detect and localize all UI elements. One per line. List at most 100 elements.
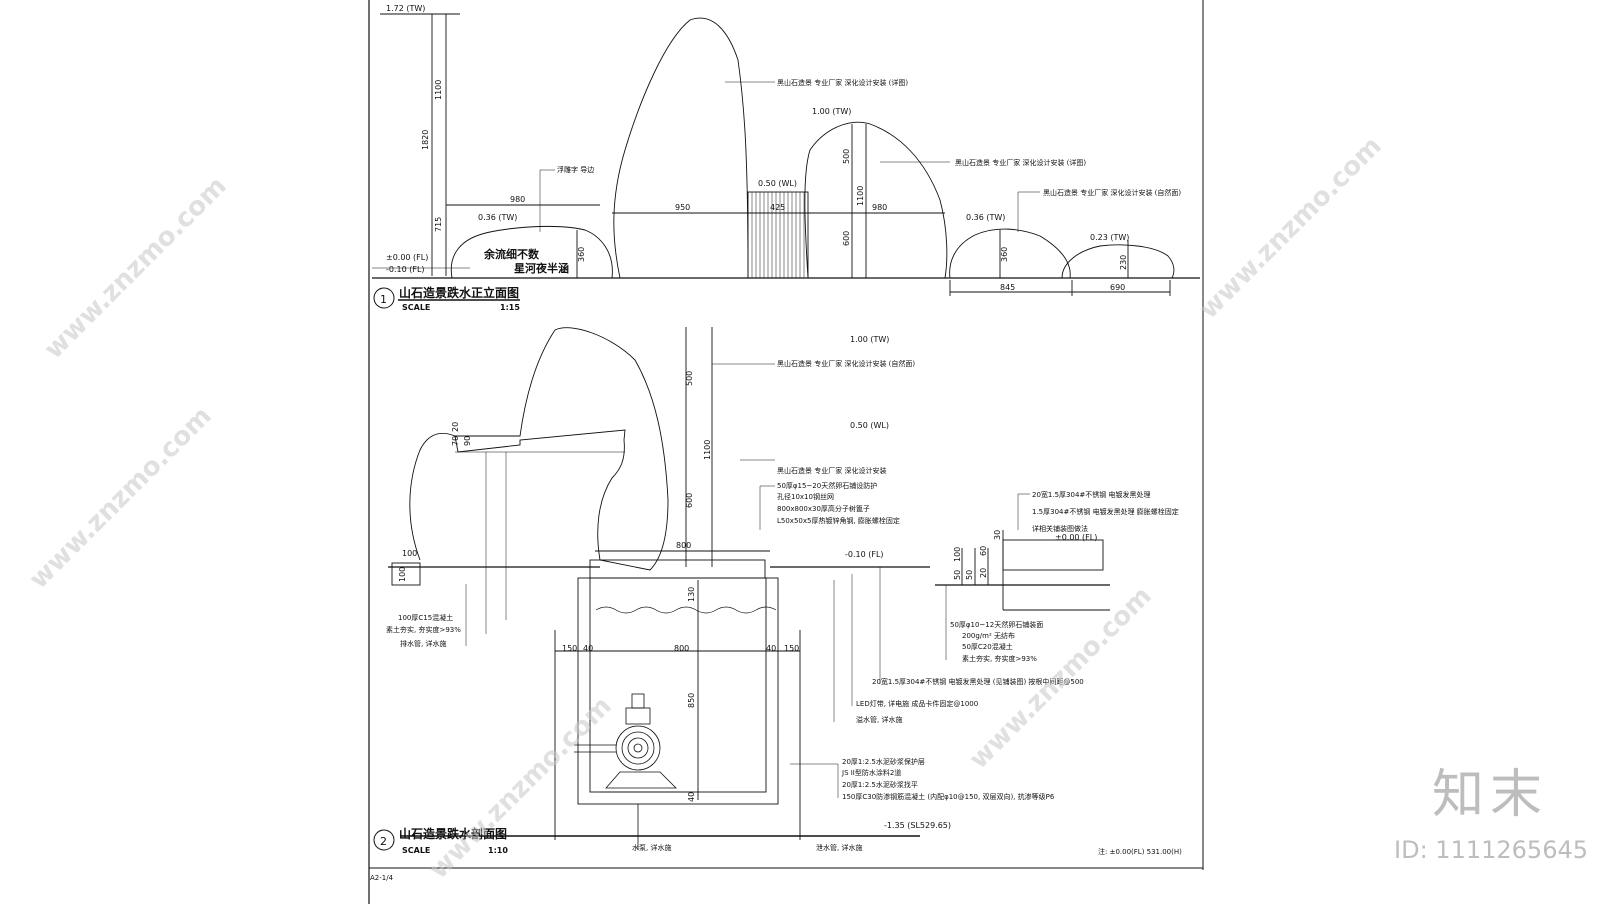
elev-dim-1100b: 1100 — [856, 186, 865, 206]
sec-note-right-3: 50厚C20混凝土 — [962, 642, 1013, 651]
sec-note-right-top-2: 1.5厚304#不锈钢 电镀发黑处理 膨胀螺栓固定 — [1032, 507, 1179, 516]
sec-note-left-1: 100厚C15混凝土 — [398, 613, 453, 622]
watermark-site-2: www.znzmo.com — [24, 401, 218, 595]
sec-dim-r20: 20 — [979, 568, 988, 578]
sec-dim-90: 90 — [463, 436, 472, 446]
sec-dim-150b: 150 — [784, 644, 799, 653]
sec-note-right-1: 50厚φ10~12天然卵石铺装面 — [950, 620, 1043, 629]
sec-dim-850: 850 — [687, 693, 696, 708]
sec-level-sl: -1.35 (SL529.65) — [884, 821, 951, 830]
sec-note-pool-1: 20厚1:2.5水泥砂浆保护层 — [842, 757, 925, 766]
sec-note-upper-3: 50厚φ15~20天然卵石铺设防护 — [777, 481, 877, 490]
sec-dim-r100: 100 — [953, 547, 962, 562]
section-title: 山石造景跌水剖面图 — [399, 826, 507, 841]
sec-dim-40b: 40 — [766, 644, 776, 653]
elev-level-center-tw: 1.00 (TW) — [812, 107, 851, 116]
sec-note-mid-2: LED灯带, 详电施 成品卡件固定@1000 — [856, 699, 978, 708]
sec-note-pool-2: JS II型防水涂料2道 — [841, 768, 901, 777]
sec-note-upper-4: 孔径10x10钢丝网 — [777, 492, 834, 501]
sec-note-left-3: 排水管, 详水施 — [400, 639, 446, 648]
elev-level-left-tw: 0.36 (TW) — [478, 213, 517, 222]
section-view — [388, 327, 1110, 850]
elev-level-fl-minus: -0.10 (FL) — [386, 265, 425, 274]
elev-poem-line1: 余流细不数 — [483, 247, 540, 261]
sec-note-pump: 水泵, 详水施 — [632, 843, 671, 852]
sec-note-pool-4: 150厚C30防渗钢筋混凝土 (内配φ10@150, 双层双向), 抗渗等级P6 — [842, 792, 1055, 801]
left-rock — [450, 225, 613, 279]
sec-level-tw: 1.00 (TW) — [850, 335, 889, 344]
sec-note-mid-1: 20宽1.5厚304#不锈钢 电镀发黑处理 (见铺装图) 按根中间距@500 — [872, 677, 1084, 686]
watermark-site-4: www.znzmo.com — [1194, 131, 1388, 325]
sec-dim-40a: 40 — [583, 644, 593, 653]
section-rock — [409, 327, 669, 571]
elev-level-wl: 0.50 (WL) — [758, 179, 797, 188]
sec-dim-150a: 150 — [562, 644, 577, 653]
sec-note-right-2: 200g/m² 无纺布 — [962, 631, 1015, 640]
sec-dim-70: 70 — [451, 436, 460, 446]
sec-dim-800b: 800 — [674, 644, 689, 653]
sec-note-right-4: 素土夯实, 夯实度>93% — [962, 654, 1037, 663]
sec-dim-20: 20 — [451, 422, 460, 432]
section-scale-label: SCALE — [402, 846, 430, 855]
sec-dim-r60: 60 — [979, 546, 988, 556]
elev-level-right1-tw: 0.36 (TW) — [966, 213, 1005, 222]
elevation-scale: 1:15 — [500, 303, 520, 312]
waterfall-sheet — [747, 191, 809, 279]
sec-dim-800a: 800 — [676, 541, 691, 550]
sec-note-right-top-3: 详相关铺装图做法 — [1032, 524, 1088, 533]
sec-dim-1100: 1100 — [703, 440, 712, 460]
pool-water — [595, 606, 777, 614]
sec-level-fl-right: ±0.00 (FL) — [1055, 533, 1097, 542]
pump — [574, 693, 690, 850]
watermark-site-3: www.znzmo.com — [424, 691, 618, 885]
elev-note-tall-rock: 黑山石造景 专业厂家 深化设计安装 (详图) — [777, 78, 908, 87]
watermarks: www.znzmo.com www.znzmo.com www.znzmo.co… — [24, 131, 1388, 885]
tall-rock — [613, 17, 749, 279]
sec-dim-100a: 100 — [402, 549, 417, 558]
image-id-tag: ID: 1111265645 — [1394, 836, 1588, 864]
elevation-scale-label: SCALE — [402, 303, 430, 312]
sec-note-left-2: 素土夯实, 夯实度>93% — [386, 625, 461, 634]
elev-poem-note: 浮雕字 导边 — [557, 165, 594, 174]
elev-dim-425: 425 — [770, 203, 785, 212]
sec-dim-600: 600 — [685, 493, 694, 508]
elevation-index: 1 — [380, 293, 387, 306]
sec-dim-r30: 30 — [993, 530, 1002, 540]
brand-watermark: 知末 — [1431, 765, 1548, 825]
elev-level-top-tw: 1.72 (TW) — [386, 4, 425, 13]
pool-outer — [577, 577, 779, 805]
elev-dim-230: 230 — [1119, 255, 1128, 270]
elev-dim-715: 715 — [434, 217, 443, 232]
sec-dim-40c: 40 — [687, 792, 696, 802]
elev-dim-950: 950 — [675, 203, 690, 212]
sec-note-upper-2: 黑山石造景 专业厂家 深化设计安装 — [777, 466, 886, 475]
sec-dim-r50a: 50 — [965, 570, 974, 580]
sec-note-pool-3: 20厚1:2.5水泥砂浆找平 — [842, 780, 918, 789]
elev-level-fl: ±0.00 (FL) — [386, 253, 428, 262]
right-rock-2 — [1061, 244, 1175, 279]
elevation-index-circle — [373, 287, 395, 309]
sec-dim-130: 130 — [687, 587, 696, 602]
elev-dim-690: 690 — [1110, 283, 1125, 292]
sec-note-upper-5: 800x800x30厚高分子树篦子 — [777, 504, 870, 513]
sec-dim-100b: 100 — [398, 567, 407, 582]
elev-note-mid-rock: 黑山石造景 专业厂家 深化设计安装 (详图) — [955, 158, 1086, 167]
elev-dim-845: 845 — [1000, 283, 1015, 292]
elev-dim-600: 600 — [842, 231, 851, 246]
elevation-title: 山石造景跌水正立面图 — [399, 285, 519, 300]
sheet-frame — [368, 0, 1204, 904]
sec-level-wl: 0.50 (WL) — [850, 421, 889, 430]
sec-dim-500: 500 — [685, 371, 694, 386]
sec-note-mid-3: 溢水管, 详水施 — [856, 715, 902, 724]
elev-poem-line2: 星河夜半涵 — [514, 261, 569, 275]
right-rock-1 — [949, 228, 1071, 279]
sheet-number: A2-1/4 — [370, 874, 394, 882]
elev-dim-360a: 360 — [577, 247, 586, 262]
sec-note-upper-1: 黑山石造景 专业厂家 深化设计安装 (自然面) — [777, 359, 915, 368]
section-scale: 1:10 — [488, 846, 508, 855]
elev-dim-1100: 1100 — [434, 80, 443, 100]
elevation-view — [372, 13, 1200, 296]
sec-dim-r50b: 50 — [953, 570, 962, 580]
sec-level-fl: -0.10 (FL) — [845, 550, 884, 559]
section-index-circle — [373, 829, 395, 851]
